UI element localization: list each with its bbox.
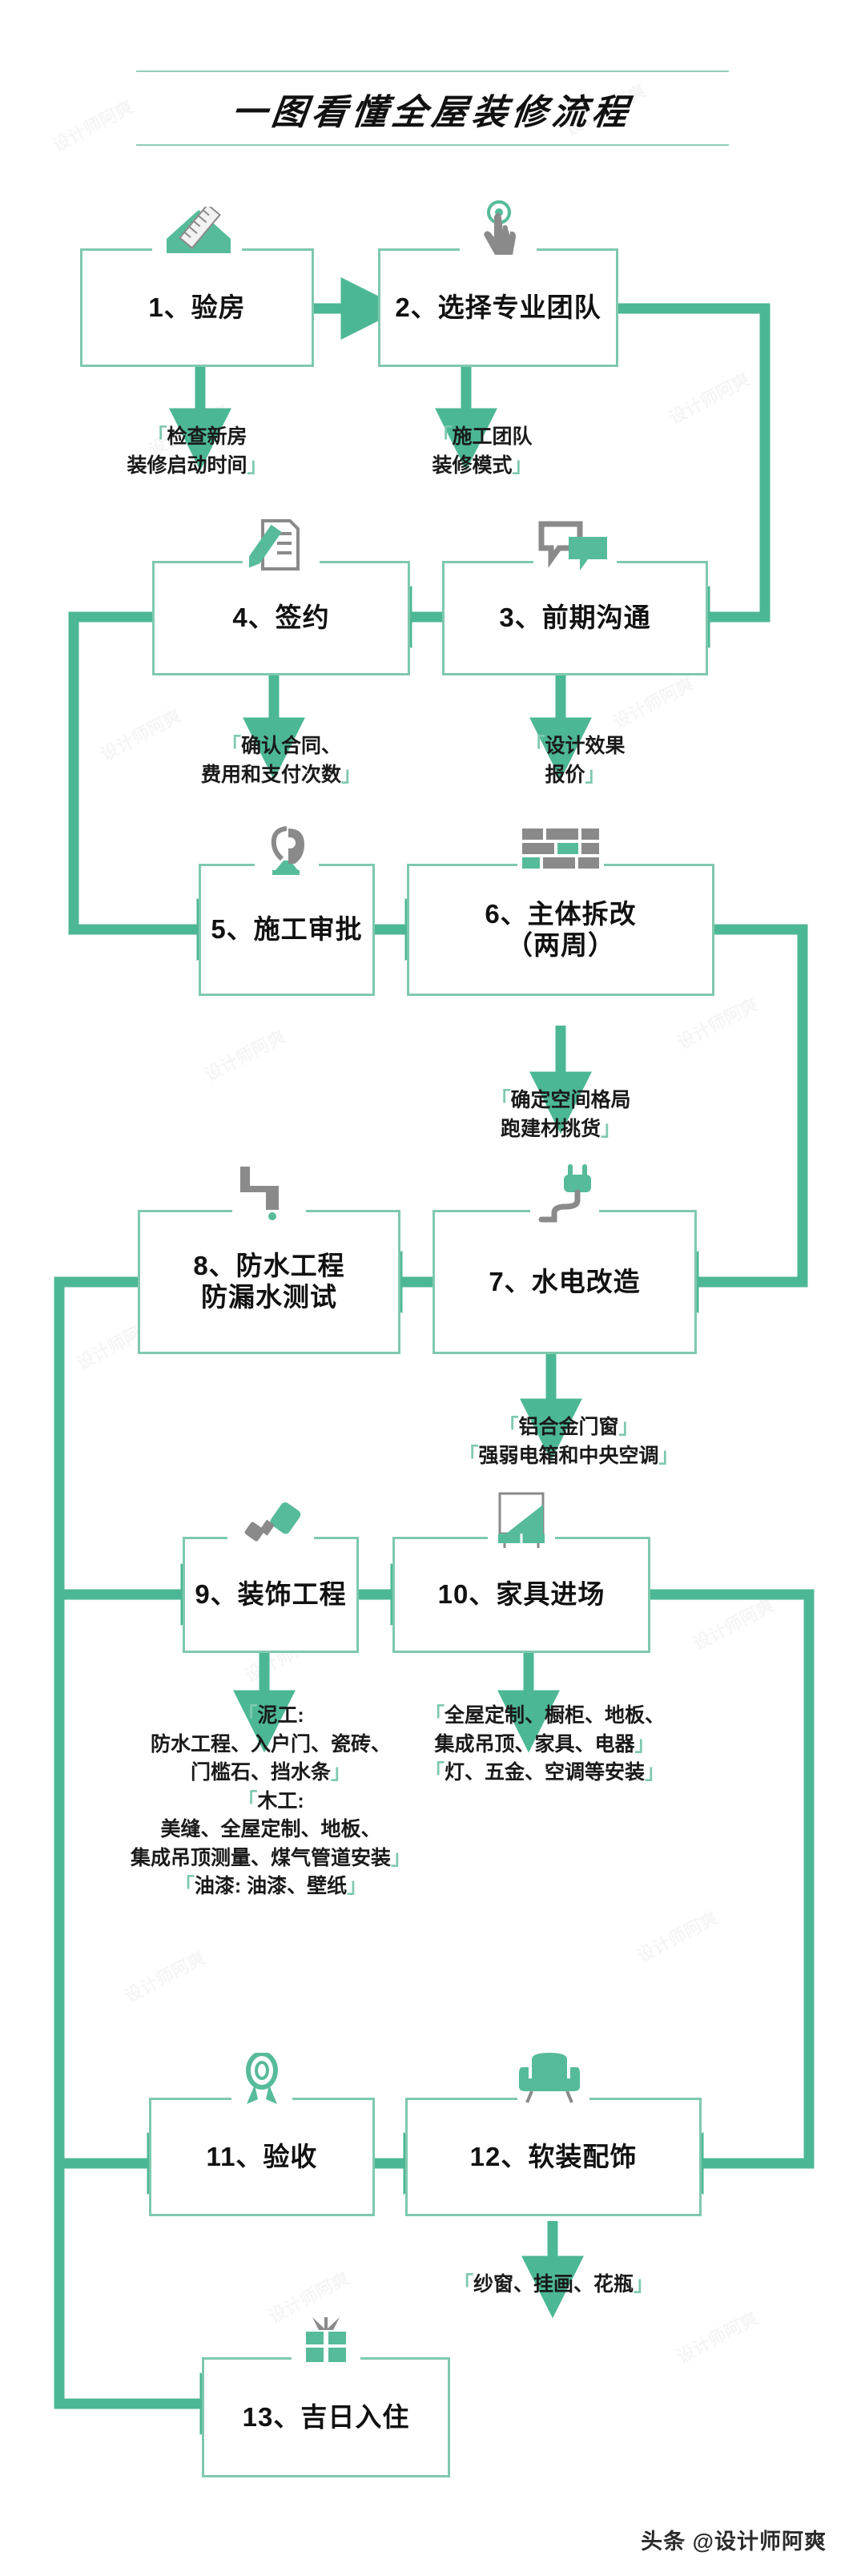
watermark: 设计师阿爽 [47, 93, 137, 157]
paint-roller-icon [244, 1502, 301, 1542]
pointing-hand-tap-icon [484, 200, 516, 255]
gift-box-icon [306, 2317, 346, 2362]
step-node-6[interactable]: 6、主体拆改 （两周） [407, 862, 714, 996]
footer-credit: 头条 @设计师阿爽 [641, 2530, 827, 2554]
page-title-block: 一图看懂全屋装修流程 [136, 71, 729, 146]
step-note-7: 「铝合金门窗」「强弱电箱和中央空调」 [458, 1416, 679, 1467]
step-node-10[interactable]: 10、家具进场 [392, 1535, 650, 1653]
step-note-4: 「确认合同、费用和支付次数」 [200, 735, 362, 786]
step-node-3[interactable]: 3、前期沟通 [442, 559, 708, 675]
watermark: 设计师阿爽 [672, 990, 762, 1054]
step-node-5[interactable]: 5、施工审批 [199, 862, 375, 996]
step-label-4: 4、签约 [232, 603, 330, 633]
step-note-12: 「纱窗、挂画、花瓶」 [453, 2273, 654, 2296]
step-node-4[interactable]: 4、签约 [152, 559, 410, 675]
step-label-9: 9、装饰工程 [195, 1579, 347, 1610]
water-faucet-drip-icon [240, 1167, 279, 1220]
award-ribbon-icon [246, 2053, 278, 2104]
step-node-2[interactable]: 2、选择专业团队 [378, 247, 618, 367]
step-note-10: 「全屋定制、橱柜、地板、集成吊顶、家具、电器」「灯、五金、空调等安装」 [424, 1704, 666, 1784]
step-label-13: 13、吉日入住 [242, 2401, 410, 2432]
step-node-8[interactable]: 8、防水工程 防漏水测试 [138, 1208, 400, 1354]
step-node-7[interactable]: 7、水电改造 [432, 1208, 697, 1354]
step-node-12[interactable]: 12、软装配饰 [405, 2096, 702, 2216]
step-label-11: 11、验收 [206, 2141, 318, 2171]
document-pen-icon [248, 519, 300, 570]
step-label-1: 1、验房 [148, 292, 246, 322]
step-label-8: 8、防水工程 防漏水测试 [193, 1251, 345, 1312]
step-note-6: 「确定空间格局跑建材挑货」 [490, 1089, 631, 1140]
link-10-down [650, 1589, 815, 2169]
step-label-2: 2、选择专业团队 [395, 292, 601, 322]
brick-wall-icon [522, 828, 599, 869]
watermark: 设计师阿爽 [199, 1022, 289, 1086]
watermark: 设计师阿爽 [672, 2304, 762, 2368]
step-node-1[interactable]: 1、验房 [80, 247, 314, 367]
title-rule-bottom [136, 144, 729, 146]
watermark: 设计师阿爽 [608, 670, 698, 734]
power-plug-icon [538, 1164, 591, 1223]
step-label-6: 6、主体拆改 （两周） [485, 898, 637, 960]
page-title: 一图看懂全屋装修流程 [229, 93, 635, 132]
title-rule-top [136, 71, 729, 72]
watermark: 设计师阿爽 [688, 1591, 778, 1655]
step-note-1: 「检查新房装修启动时间」 [127, 425, 268, 477]
approval-stamp-icon [271, 826, 304, 875]
step-node-9[interactable]: 9、装饰工程 [183, 1535, 359, 1653]
watermark: 设计师阿爽 [664, 365, 754, 429]
house-ruler-icon [167, 207, 231, 253]
step-note-2: 「施工团队装修模式」 [432, 425, 533, 477]
chat-bubbles-icon [538, 521, 607, 570]
step-label-3: 3、前期沟通 [499, 603, 651, 633]
watermark: 设计师阿爽 [632, 1904, 722, 1968]
step-label-12: 12、软装配饰 [469, 2141, 638, 2171]
step-node-11[interactable]: 11、验收 [149, 2096, 375, 2216]
step-label-10: 10、家具进场 [437, 1579, 606, 1610]
step-note-3: 「设计效果报价」 [525, 735, 626, 786]
armchair-sofa-icon [519, 2053, 580, 2103]
step-label-7: 7、水电改造 [489, 1266, 641, 1296]
watermark: 设计师阿爽 [119, 1944, 209, 2008]
step-label-5: 5、施工审批 [211, 914, 363, 945]
step-node-13[interactable]: 13、吉日入住 [202, 2356, 450, 2477]
wardrobe-cabinet-icon [498, 1492, 545, 1548]
